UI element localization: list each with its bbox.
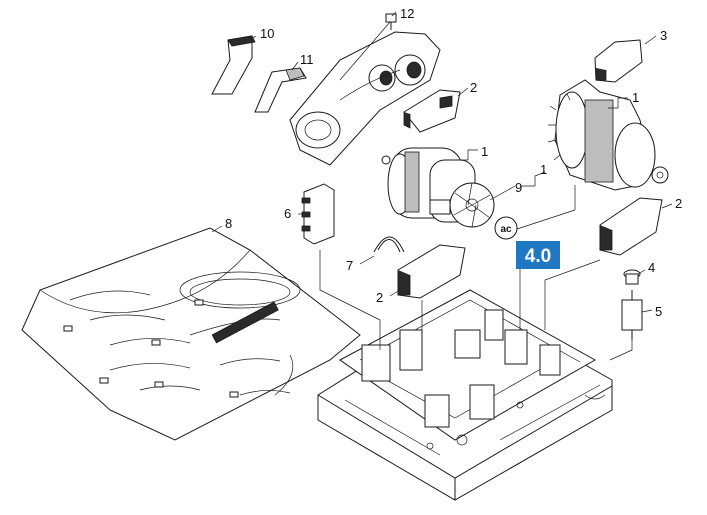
part-2-brush-holder-upper bbox=[403, 89, 461, 133]
part-12-screw bbox=[385, 13, 397, 30]
callout-7: 7 bbox=[346, 258, 353, 273]
callout-11: 11 bbox=[300, 52, 314, 67]
part-5-capacitor bbox=[621, 290, 643, 340]
part-11-bracket bbox=[254, 67, 307, 113]
callout-2-right: 2 bbox=[675, 196, 682, 211]
part-9-fan bbox=[449, 182, 495, 228]
callout-labels: 10 11 12 2 1 1 9 1 3 2 6 7 2 8 4 5 bbox=[225, 6, 682, 319]
ac-marker: ac bbox=[494, 216, 518, 240]
callout-1-right: 1 bbox=[632, 90, 639, 105]
part-6-terminal-block bbox=[301, 183, 335, 245]
base-housing bbox=[317, 289, 613, 501]
callout-1-center: 1 bbox=[481, 144, 488, 159]
callout-5: 5 bbox=[655, 304, 662, 319]
callout-8: 8 bbox=[225, 216, 232, 231]
motor-right bbox=[547, 79, 669, 191]
callout-1-fan: 1 bbox=[540, 162, 547, 177]
callout-2-upper: 2 bbox=[470, 80, 477, 95]
callout-2-center: 2 bbox=[376, 290, 383, 305]
section-badge-box bbox=[516, 241, 560, 269]
section-badge-label: 4.0 bbox=[525, 246, 551, 267]
leader-lines bbox=[211, 11, 673, 361]
part-10-bracket bbox=[211, 35, 256, 95]
ac-marker-label: ac bbox=[500, 224, 512, 235]
gear-housing bbox=[289, 31, 441, 166]
motor-center bbox=[381, 147, 476, 223]
part-4-knob bbox=[623, 269, 641, 285]
callout-4: 4 bbox=[648, 260, 655, 275]
part-3-holder bbox=[594, 39, 643, 83]
part-2-brush-holder-center bbox=[397, 244, 466, 299]
callout-10: 10 bbox=[260, 26, 274, 41]
callout-12: 12 bbox=[400, 6, 414, 21]
cable-bag bbox=[21, 227, 361, 441]
part-7-clip bbox=[373, 236, 405, 253]
callout-9: 9 bbox=[515, 180, 522, 195]
section-badge: 4.0 bbox=[516, 241, 560, 269]
part-2-brush-holder-right bbox=[599, 197, 663, 256]
callout-6: 6 bbox=[284, 206, 291, 221]
callout-3: 3 bbox=[660, 28, 667, 43]
